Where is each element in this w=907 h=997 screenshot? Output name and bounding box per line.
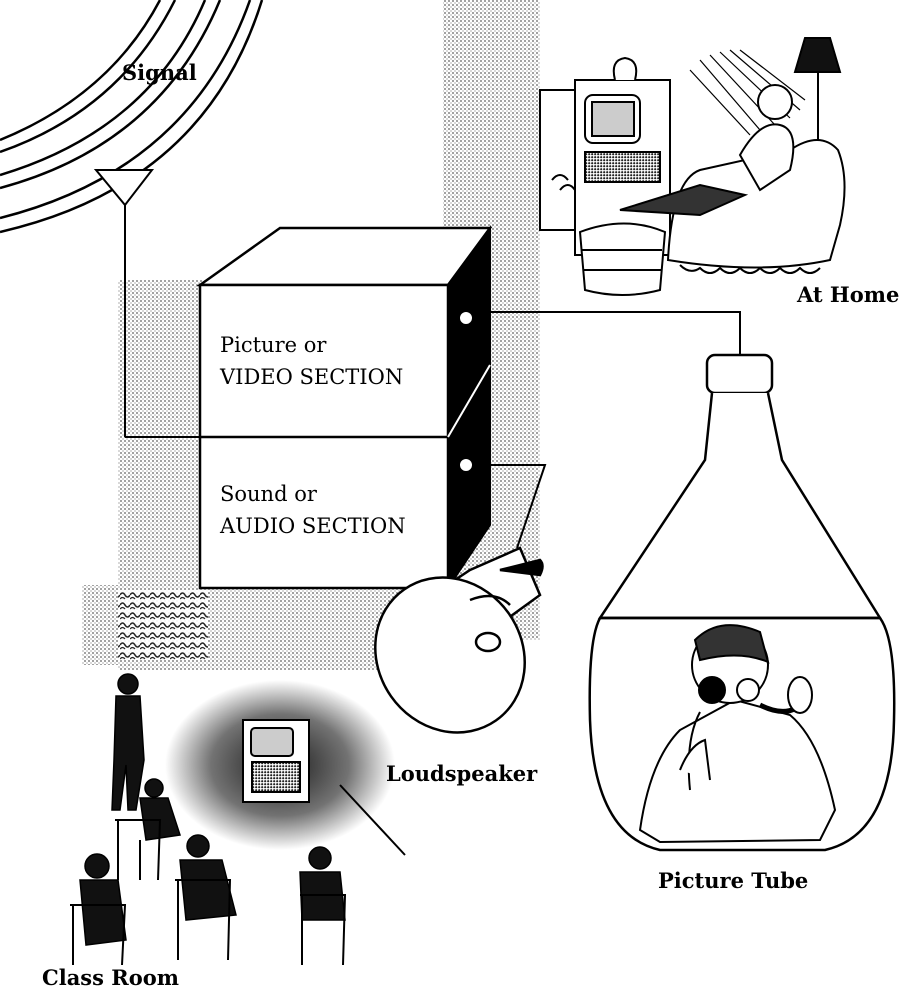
video-section-line2: VIDEO SECTION [219,365,403,389]
audio-section-line1: Sound or [220,482,318,506]
video-section-line1: Picture or [220,333,327,357]
audio-section-line2: AUDIO SECTION [219,514,406,538]
loudspeaker-label: Loudspeaker [386,761,538,786]
at-home-label: At Home [796,282,899,307]
class-room-scene [70,674,405,965]
at-home-scene [540,38,845,295]
signal-label: Signal [122,60,197,85]
picture-tube-label: Picture Tube [658,868,808,893]
class-room-label: Class Room [42,965,179,990]
